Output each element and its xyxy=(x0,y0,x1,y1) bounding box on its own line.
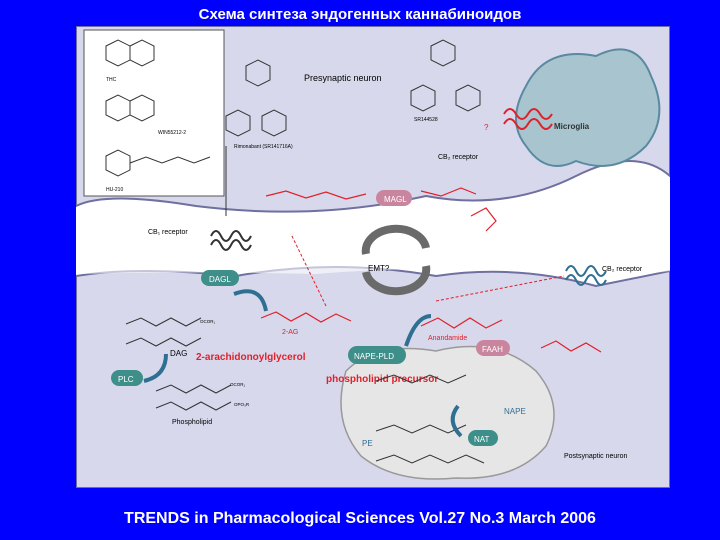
nape-label: NAPE xyxy=(504,407,526,416)
dag-structure xyxy=(125,317,202,327)
ocor-b: OCOR₁ xyxy=(230,382,246,387)
magl-enzyme xyxy=(376,190,412,206)
cb2-receptor-right xyxy=(565,265,607,286)
ligand-thc: THC xyxy=(106,77,117,83)
napepld-label: NAPE-PLD xyxy=(354,352,394,361)
cb2-receptor-microglia xyxy=(503,108,553,130)
ligand-hu: HU-210 xyxy=(106,187,123,193)
pe-label: PE xyxy=(362,439,373,448)
dag-label: DAG xyxy=(170,349,187,358)
qmark: ? xyxy=(484,123,489,132)
magl-product xyxy=(420,187,477,197)
cb2-right-label: CB₂ receptor xyxy=(602,266,643,273)
phosphoinositide-label: Phospholipid xyxy=(172,419,212,426)
plc-enzyme xyxy=(111,370,143,386)
phospholipid-structure xyxy=(155,384,232,394)
nat-arrow xyxy=(450,404,463,438)
emt-label: EMT? xyxy=(368,264,390,273)
2ag-molecule xyxy=(260,311,352,323)
dagl-label: DAGL xyxy=(209,275,231,284)
cb2-top-label: CB₂ receptor xyxy=(438,154,479,161)
rimonabant-label: Rimonabant (SR141716A) xyxy=(234,144,293,150)
cb1-receptor xyxy=(210,230,252,251)
faah-label: FAAH xyxy=(482,345,503,354)
microglia xyxy=(515,48,661,167)
ocor-a: OCOR₁ xyxy=(200,319,216,324)
napepld-enzyme xyxy=(348,346,406,364)
glycerol xyxy=(470,207,497,232)
emt-transporter xyxy=(361,224,431,296)
magl-label: MAGL xyxy=(384,195,407,204)
postsynaptic-label: Postsynaptic neuron xyxy=(564,453,628,460)
magl-substrate xyxy=(265,190,367,200)
faah-enzyme xyxy=(476,340,510,356)
ligand-win: WIN55212-2 xyxy=(158,130,186,136)
opo3-label: OPO₃R xyxy=(234,402,250,407)
anandamide-label: Anandamide xyxy=(428,335,467,342)
faah-product xyxy=(540,340,602,353)
nucleus xyxy=(340,345,555,480)
sr144528-label: SR144528 xyxy=(414,117,438,123)
slide-title: Схема синтеза эндогенных каннабиноидов xyxy=(198,6,522,23)
phospholipid-precursor-label: phospholipid precursor xyxy=(326,374,438,385)
napepld-arrow xyxy=(404,314,432,347)
arach-label: 2-arachidonoylglycerol xyxy=(196,352,306,363)
dagl-arrow xyxy=(233,289,268,312)
source-caption: TRENDS in Pharmacological Sciences Vol.2… xyxy=(124,510,596,527)
cb1-label: CB₁ receptor xyxy=(148,229,188,236)
nat-label: NAT xyxy=(474,435,490,444)
plc-arrow xyxy=(143,353,168,383)
presynaptic-label: Presynaptic neuron xyxy=(304,73,382,83)
plc-label: PLC xyxy=(118,375,134,384)
2ag-label: 2-AG xyxy=(282,329,298,336)
dagl-enzyme xyxy=(201,270,239,286)
microglia-label: Microglia xyxy=(554,122,590,131)
endocannabinoid-diagram: Microglia THC WIN55212-2 HU-210 Rimonaba… xyxy=(75,25,671,489)
nat-enzyme xyxy=(468,430,498,446)
anandamide-molecule xyxy=(420,317,503,329)
